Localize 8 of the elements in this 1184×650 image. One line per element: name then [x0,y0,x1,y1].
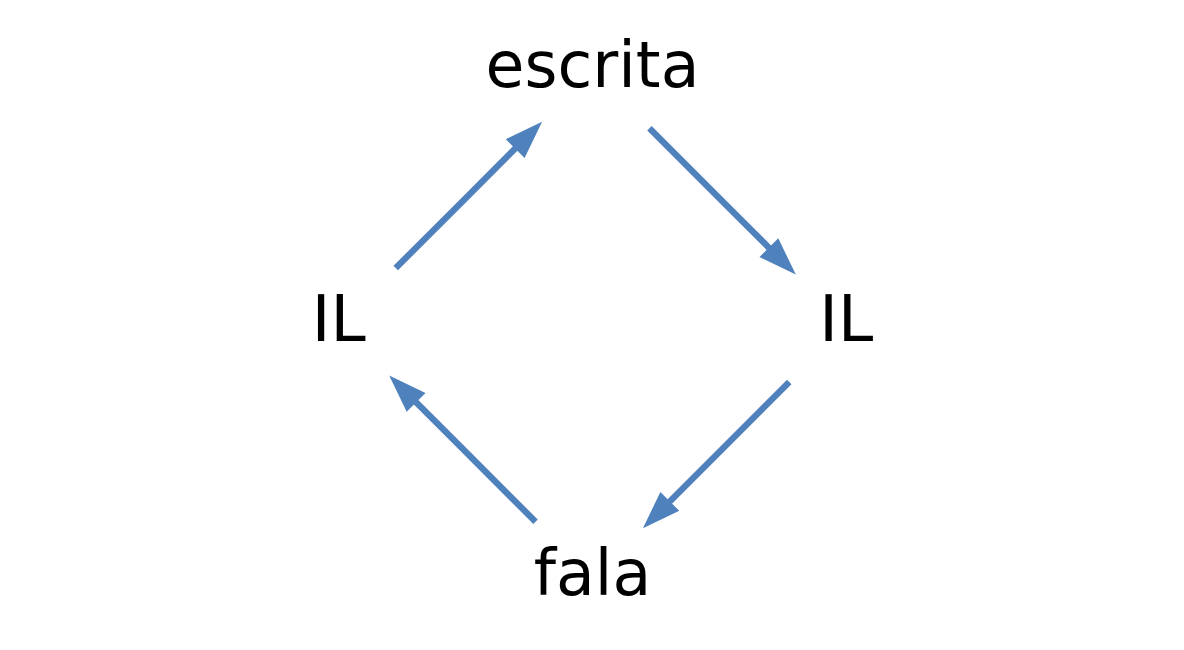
arrow [393,121,542,271]
node-text: IL [818,281,873,356]
node-text: escrita [485,28,699,103]
arrow [642,379,791,529]
arrow [646,126,796,275]
node-text: IL [311,281,366,356]
arrow [388,375,538,524]
node-text: fala [533,535,651,610]
